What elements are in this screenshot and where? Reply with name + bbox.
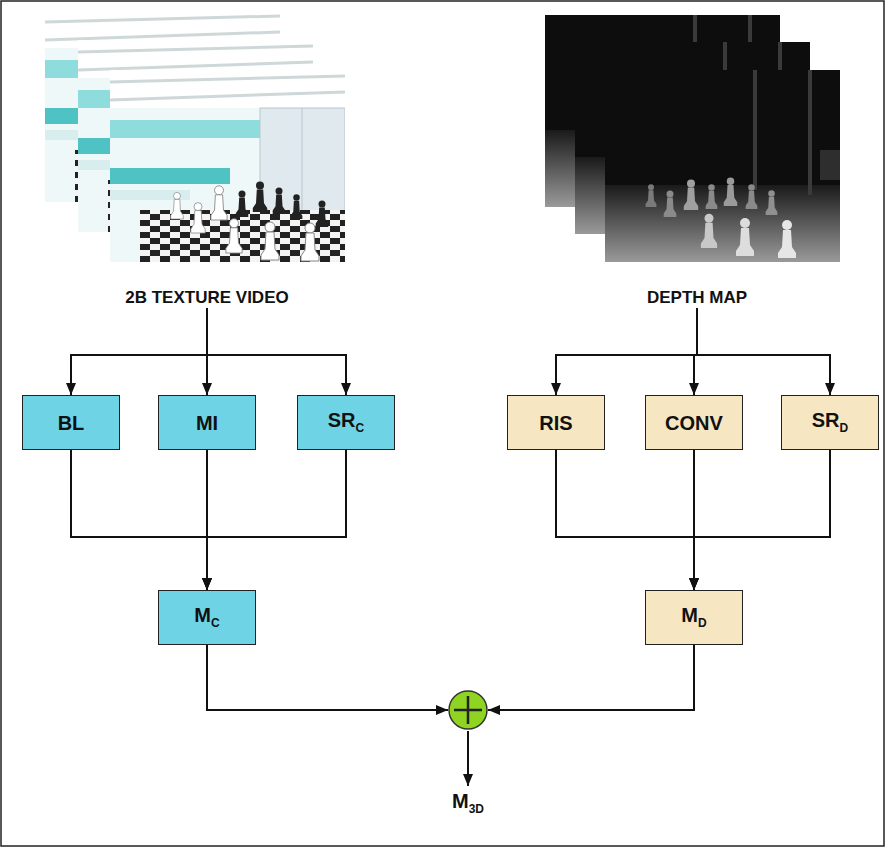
connector-arrow bbox=[71, 450, 207, 590]
sum-circle: M3D bbox=[448, 690, 488, 730]
connector-arrow bbox=[71, 308, 207, 395]
box-label: BL bbox=[58, 412, 85, 434]
process-box: BL bbox=[22, 395, 120, 450]
process-box: RIS bbox=[507, 395, 605, 450]
metric-box: MD bbox=[645, 590, 743, 645]
box-label: SRD bbox=[812, 409, 848, 435]
texture-video: 2B TEXTURE VIDEO bbox=[47, 8, 367, 308]
connector-arrow bbox=[207, 308, 346, 395]
box-label: CONV bbox=[665, 412, 723, 434]
subscript: D bbox=[840, 421, 849, 435]
process-box: CONV bbox=[645, 395, 743, 450]
sum-symbol bbox=[448, 690, 488, 730]
metric-box: MC bbox=[158, 590, 256, 645]
subscript: C bbox=[211, 616, 220, 630]
output-arrow bbox=[467, 731, 469, 786]
process-box: SRC bbox=[297, 395, 395, 450]
connector-arrow bbox=[488, 645, 694, 710]
box-label: MI bbox=[196, 412, 218, 434]
box-label: RIS bbox=[539, 412, 572, 434]
texture-frames bbox=[45, 10, 345, 262]
connector-arrow bbox=[694, 450, 830, 590]
caption: DEPTH MAP bbox=[647, 289, 747, 308]
connector-arrow bbox=[697, 308, 830, 395]
box-label: MC bbox=[194, 604, 219, 630]
output-label: M3D bbox=[452, 790, 484, 816]
subscript: 3D bbox=[469, 802, 484, 816]
depth-frames bbox=[545, 15, 840, 262]
process-box: MI bbox=[158, 395, 256, 450]
process-box: SRD bbox=[781, 395, 879, 450]
connector-arrow bbox=[207, 645, 448, 710]
subscript: D bbox=[698, 616, 707, 630]
connector-arrow bbox=[207, 450, 346, 590]
connector-arrow bbox=[556, 450, 694, 590]
box-label: SRC bbox=[328, 409, 364, 435]
box-label: MD bbox=[681, 604, 706, 630]
depth-map: DEPTH MAP bbox=[537, 8, 857, 308]
connector-arrow bbox=[556, 308, 697, 395]
caption: 2B TEXTURE VIDEO bbox=[125, 289, 288, 308]
subscript: C bbox=[356, 421, 365, 435]
